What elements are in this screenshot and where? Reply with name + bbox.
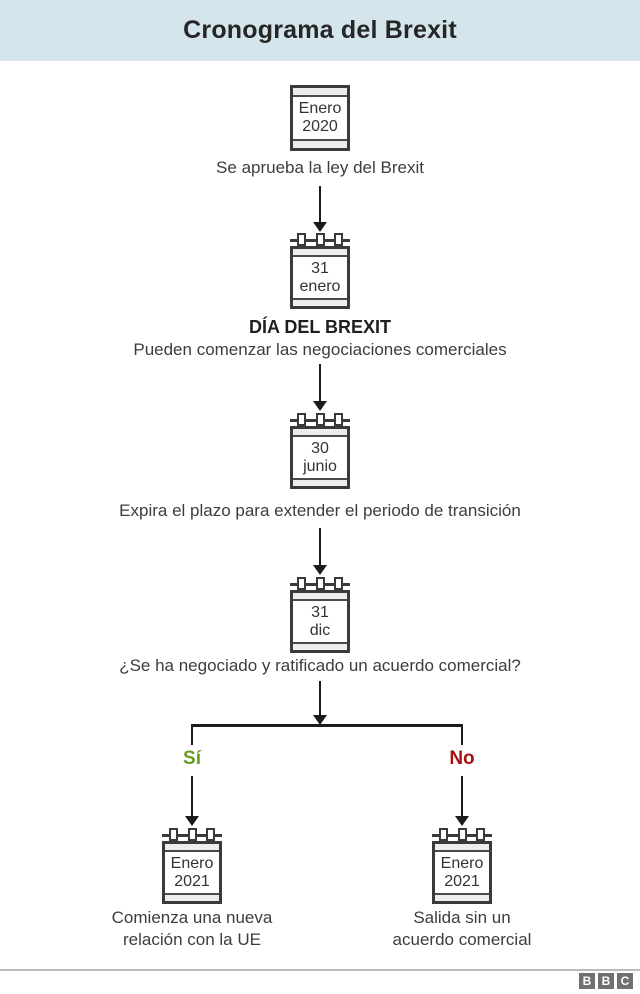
calendar-date: Enero 2021 <box>435 852 489 893</box>
calendar-date-line1: 31 <box>311 259 329 277</box>
calendar-ring <box>476 828 485 841</box>
calendar-date: 30 junio <box>293 437 347 478</box>
arrow-down-2 <box>312 364 328 411</box>
arrow-down-4 <box>312 681 328 725</box>
step2-heading: DÍA DEL BREXIT <box>248 317 391 337</box>
calendar-ring <box>457 828 467 841</box>
calendar-page: Enero 2020 <box>290 85 350 151</box>
calendar-rings <box>290 577 350 590</box>
footer-divider <box>0 969 640 971</box>
arrow-shaft <box>319 528 321 565</box>
branch-stub-yes <box>191 724 193 745</box>
calendar-ring <box>334 233 343 246</box>
calendar-bottom-band <box>293 642 347 650</box>
calendar-31-enero: 31 enero <box>290 233 350 309</box>
page-title: Cronograma del Brexit <box>183 16 457 44</box>
calendar-date: 31 dic <box>293 601 347 642</box>
arrow-head <box>313 222 327 232</box>
calendar-top-band <box>293 249 347 257</box>
calendar-date-line2: dic <box>309 621 331 639</box>
calendar-ring <box>297 577 306 590</box>
yes-label: Sí <box>183 748 201 769</box>
calendar-top-band <box>293 429 347 437</box>
no-label: No <box>449 748 475 769</box>
calendar-top-band <box>165 844 219 852</box>
bbc-logo-letter: B <box>579 973 595 989</box>
arrow-down-no <box>454 776 470 826</box>
calendar-ring <box>315 233 325 246</box>
calendar-date: 31 enero <box>293 257 347 298</box>
branch-stub-no <box>461 724 463 745</box>
calendar-ring <box>169 828 178 841</box>
arrow-shaft <box>191 776 193 816</box>
calendar-page: 31 enero <box>290 246 350 309</box>
calendar-ring <box>206 828 215 841</box>
calendar-page: 31 dic <box>290 590 350 653</box>
arrow-shaft <box>461 776 463 816</box>
calendar-enero-2020: Enero 2020 <box>290 85 350 151</box>
calendar-date-line2: 2021 <box>444 872 480 890</box>
calendar-date-line2: enero <box>299 277 341 295</box>
arrow-down-3 <box>312 528 328 575</box>
arrow-head <box>313 715 327 725</box>
calendar-rings <box>290 413 350 426</box>
calendar-page: Enero 2021 <box>162 841 222 904</box>
calendar-enero-2021-yes: Enero 2021 <box>162 828 222 904</box>
bbc-logo-letter: B <box>598 973 614 989</box>
calendar-date-line1: 31 <box>311 603 329 621</box>
calendar-ring <box>315 413 325 426</box>
calendar-30-junio: 30 junio <box>290 413 350 489</box>
no-outcome-caption: Salida sin un acuerdo comercial <box>392 908 532 949</box>
calendar-rings <box>290 233 350 246</box>
calendar-date-line1: Enero <box>298 100 342 117</box>
yes-outcome-caption: Comienza una nueva relación con la UE <box>111 908 273 949</box>
calendar-bottom-band <box>293 478 347 486</box>
calendar-bottom-band <box>435 893 489 901</box>
arrow-down-yes <box>184 776 200 826</box>
calendar-top-band <box>293 593 347 601</box>
calendar-page: 30 junio <box>290 426 350 489</box>
arrow-shaft <box>319 681 321 715</box>
arrow-head <box>455 816 469 826</box>
calendar-ring <box>315 577 325 590</box>
arrow-head <box>313 401 327 411</box>
step2-caption: Pueden comenzar las negociaciones comerc… <box>133 340 507 359</box>
calendar-ring <box>334 413 343 426</box>
calendar-bottom-band <box>293 298 347 306</box>
calendar-ring <box>187 828 197 841</box>
bbc-logo-letter: C <box>617 973 633 989</box>
arrow-shaft <box>319 364 321 401</box>
calendar-date: Enero 2020 <box>293 97 347 139</box>
calendar-ring <box>297 233 306 246</box>
arrow-head <box>185 816 199 826</box>
arrow-head <box>313 565 327 575</box>
arrow-down-1 <box>312 186 328 232</box>
calendar-rings <box>162 828 222 841</box>
calendar-date: Enero 2021 <box>165 852 219 893</box>
bbc-logo: B B C <box>579 973 633 989</box>
arrow-shaft <box>319 186 321 222</box>
calendar-date-line2: 2020 <box>302 118 338 135</box>
calendar-31-dic: 31 dic <box>290 577 350 653</box>
calendar-date-line1: Enero <box>170 854 214 872</box>
header: Cronograma del Brexit <box>0 0 640 61</box>
branch-line-horizontal <box>191 724 463 727</box>
calendar-bottom-band <box>293 139 347 148</box>
calendar-top-band <box>293 88 347 97</box>
calendar-rings <box>432 828 492 841</box>
calendar-top-band <box>435 844 489 852</box>
calendar-date-line2: 2021 <box>174 872 210 890</box>
calendar-bottom-band <box>165 893 219 901</box>
calendar-date-line1: 30 <box>311 439 329 457</box>
step3-caption: Expira el plazo para extender el periodo… <box>119 501 521 520</box>
calendar-date-line2: junio <box>303 457 337 475</box>
calendar-page: Enero 2021 <box>432 841 492 904</box>
calendar-ring <box>439 828 448 841</box>
calendar-date-line1: Enero <box>440 854 484 872</box>
calendar-enero-2021-no: Enero 2021 <box>432 828 492 904</box>
step4-question: ¿Se ha negociado y ratificado un acuerdo… <box>119 656 521 675</box>
calendar-ring <box>297 413 306 426</box>
step1-caption: Se aprueba la ley del Brexit <box>216 158 424 177</box>
calendar-ring <box>334 577 343 590</box>
